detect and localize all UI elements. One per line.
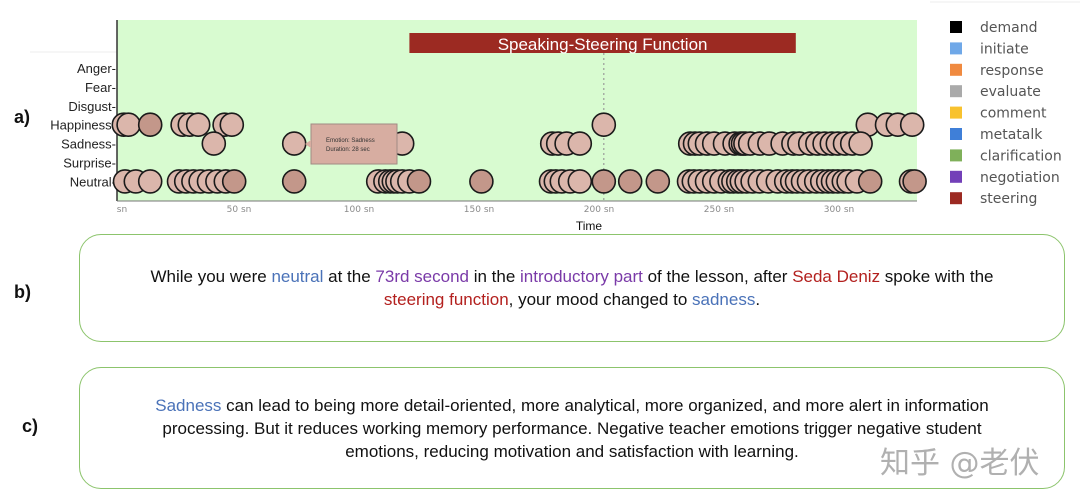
- legend-label-steering: steering: [980, 191, 1037, 207]
- emotion-point-neutral: [567, 169, 593, 194]
- legend-swatch-initiate: [950, 42, 962, 55]
- explanation-box: While you were neutral at the 73rd secon…: [79, 234, 1065, 342]
- emotion-point-sadness: [567, 131, 593, 156]
- insight-box: Sadness can lead to being more detail-or…: [79, 367, 1065, 489]
- insight-text: Sadness can lead to being more detail-or…: [125, 394, 1019, 463]
- legend-swatch-clarification: [950, 149, 962, 162]
- emotion-point-neutral: [645, 169, 671, 194]
- emotion-point-happiness: [591, 112, 617, 137]
- y-tick-label: Happiness-: [50, 118, 116, 133]
- banner-label: Speaking-Steering Function: [498, 35, 708, 54]
- legend-swatch-metatalk: [950, 128, 962, 140]
- legend-swatch-steering: [950, 192, 962, 205]
- speaking-steering-banner: [409, 33, 796, 53]
- emotion-point-happiness: [219, 112, 245, 137]
- legend-label-evaluate: evaluate: [980, 84, 1041, 100]
- panel-label-c: c): [22, 416, 39, 436]
- emotion-point-happiness: [116, 112, 141, 137]
- y-tick-label: Sadness-: [61, 137, 116, 152]
- x-tick-label: 300 sn: [824, 205, 854, 215]
- emotion-point-sadness: [201, 131, 227, 156]
- emotion-point-sadness: [848, 131, 873, 156]
- emotion-point-neutral: [902, 169, 927, 194]
- emotion-point-neutral: [469, 169, 494, 194]
- legend-label-clarification: clarification: [980, 148, 1062, 164]
- function-highlight: steering function: [383, 290, 509, 309]
- point-tooltip: Emotion: Sadness Duration: 28 sec: [305, 123, 398, 165]
- text: .: [755, 290, 761, 309]
- text: can lead to being more detail-oriented, …: [162, 395, 989, 461]
- tooltip-box: [310, 123, 398, 165]
- text: , your mood changed to: [508, 290, 692, 309]
- y-tick-label: Anger-: [77, 61, 116, 76]
- legend-label-initiate: initiate: [980, 41, 1029, 57]
- speaker-highlight: Seda Deniz: [792, 267, 881, 286]
- legend-swatch-negotiation: [950, 170, 962, 183]
- x-tick-label: 50 sn: [227, 205, 252, 215]
- emotion-timeline-chart: Anger- Fear- Disgust- Happiness- Sadness- Sur…: [30, 1, 1080, 232]
- watermark: 知乎 @老伏: [880, 446, 1040, 481]
- time-highlight: 73rd second: [375, 267, 469, 286]
- tooltip-emotion: Emotion: Sadness: [326, 138, 375, 144]
- emotion-point-neutral: [591, 169, 617, 194]
- text: in the: [468, 267, 521, 286]
- panel-label-a: a): [14, 107, 31, 127]
- emotion-point-neutral: [617, 169, 643, 194]
- emotion-point-sadness: [281, 131, 307, 156]
- emotion-point-happiness: [137, 112, 163, 137]
- text: While you were: [150, 267, 272, 286]
- legend: demand initiate response evaluate comment met…: [950, 20, 1062, 207]
- x-axis-title: Time: [576, 219, 603, 232]
- x-tick-label: sn: [117, 205, 127, 215]
- emotion-point-neutral: [857, 169, 883, 194]
- emotion-point-happiness: [899, 112, 925, 137]
- legend-label-comment: comment: [980, 106, 1047, 122]
- legend-label-metatalk: metatalk: [980, 127, 1043, 143]
- emotion-point-neutral: [406, 169, 432, 194]
- x-tick-label: 250 sn: [704, 205, 734, 215]
- legend-label-response: response: [980, 63, 1044, 79]
- text: of the lesson, after: [642, 267, 793, 286]
- emotion-neutral: neutral: [271, 267, 324, 286]
- emotion-point-neutral: [221, 169, 247, 194]
- y-tick-label: Fear-: [85, 80, 116, 95]
- y-tick-label: Neutral-: [70, 174, 116, 189]
- emotion-point-neutral: [281, 169, 307, 194]
- legend-swatch-response: [950, 63, 962, 76]
- emotion-sadness: Sadness: [155, 395, 222, 415]
- lesson-part-highlight: introductory part: [520, 267, 643, 286]
- y-tick-label: Disgust-: [68, 99, 116, 114]
- tooltip-duration: Duration: 28 sec: [326, 147, 370, 153]
- x-tick-label: 150 sn: [464, 205, 494, 215]
- y-tick-label: Surprise-: [63, 156, 116, 171]
- legend-label-negotiation: negotiation: [980, 170, 1060, 186]
- legend-swatch-demand: [950, 21, 962, 33]
- legend-swatch-evaluate: [950, 85, 962, 98]
- text: at the: [323, 267, 376, 286]
- explanation-text: While you were neutral at the 73rd secon…: [151, 265, 994, 311]
- panel-label-b: b): [14, 282, 31, 302]
- legend-label-demand: demand: [980, 20, 1037, 36]
- legend-swatch-comment: [950, 106, 962, 119]
- text: spoke with the: [880, 267, 994, 286]
- emotion-point-happiness: [185, 112, 211, 137]
- emotion-point-neutral: [137, 169, 163, 194]
- tooltip-pointer: [305, 140, 311, 148]
- emotion-sadness: sadness: [692, 290, 756, 309]
- x-tick-label: 200 sn: [584, 205, 614, 215]
- x-tick-label: 100 sn: [344, 205, 374, 215]
